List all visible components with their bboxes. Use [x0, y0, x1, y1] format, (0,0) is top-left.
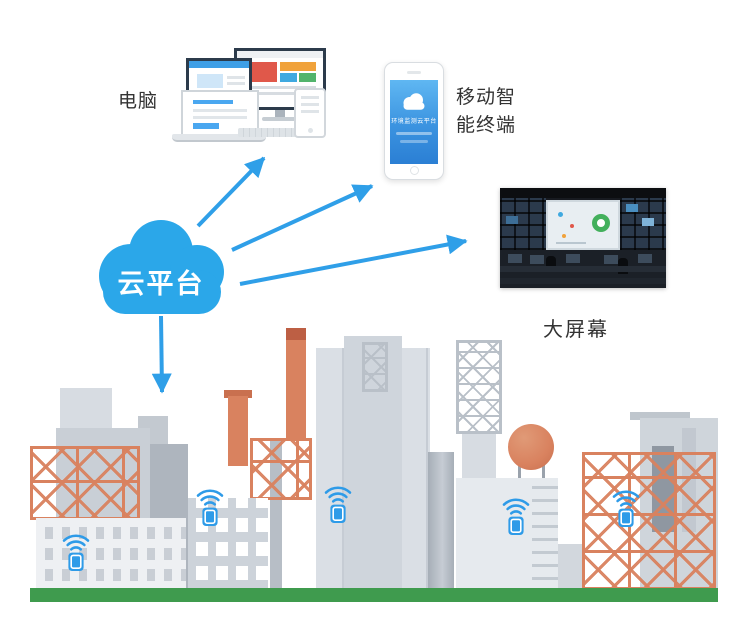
screen-button: [193, 123, 219, 129]
ground-strip: [30, 588, 718, 602]
bright-monitor: [642, 218, 654, 226]
orange-truss: [582, 452, 716, 590]
mobile-label: 移动智 能终端: [456, 84, 516, 140]
tile-blue: [280, 73, 297, 82]
screen-line: [227, 76, 245, 79]
map-line: [556, 242, 586, 244]
wifi-sensor-icon: [194, 481, 226, 531]
mobile-label-line1: 移动智: [456, 87, 517, 108]
phone-home-button: [409, 166, 419, 175]
mobile-label-line2: 能终端: [456, 115, 517, 136]
screen-header: [237, 51, 323, 58]
windowed-building: [188, 498, 268, 590]
factory-building: [60, 388, 112, 432]
tile-row: [249, 86, 316, 89]
cloud-platform-icon: 云平台: [85, 212, 237, 314]
wifi-sensor-icon: [60, 526, 92, 576]
screen-line: [193, 109, 247, 112]
screen-line: [301, 96, 319, 99]
home-button: [308, 128, 313, 133]
screen-line: [301, 103, 319, 106]
computer-illustration: [172, 44, 332, 144]
phone-app-title: 环境监测云平台: [391, 119, 437, 125]
wifi-sensor-icon: [500, 490, 532, 540]
cylinder-chimney: [428, 452, 454, 590]
bright-monitor: [506, 216, 518, 224]
orange-chimney: [228, 396, 248, 466]
roof-deck: [630, 412, 690, 420]
lattice-tower: [456, 340, 502, 434]
chart-donut: [592, 214, 610, 232]
sphere-leg: [518, 464, 521, 484]
cloud-shape: [99, 220, 224, 314]
photo-ceiling: [500, 188, 666, 198]
sphere-leg: [542, 464, 545, 484]
tablet-icon: [294, 88, 326, 138]
wifi-sensor-icon: [610, 482, 642, 532]
tower-base: [462, 434, 496, 482]
desk-row: [500, 278, 666, 284]
wifi-sensor-icon: [322, 478, 354, 528]
desk-monitor: [566, 254, 580, 263]
desk-monitor: [508, 254, 522, 263]
smartphone-icon: 环境监测云平台: [384, 62, 444, 180]
screen-line: [396, 132, 432, 135]
laptop-base: [172, 134, 266, 142]
monitor-stand: [275, 110, 285, 117]
orange-truss: [250, 438, 312, 500]
orange-truss: [30, 446, 140, 520]
bright-monitor: [626, 204, 638, 212]
tall-chimney: [286, 328, 306, 440]
monitor-wall-left: [500, 198, 546, 250]
control-room-photo: [500, 188, 666, 288]
louver-panel: [532, 486, 558, 590]
map-dot: [558, 212, 563, 217]
tile-red: [249, 62, 277, 82]
video-wall-screen: [546, 200, 620, 250]
map-dot: [570, 224, 574, 228]
screen-line: [227, 82, 245, 85]
photo-floor: [500, 250, 666, 288]
screen-line: [400, 140, 428, 143]
big-screen-label: 大屏幕: [543, 319, 609, 341]
screen-line: [193, 116, 247, 119]
screen-line: [301, 110, 319, 113]
scaffold-tower: [362, 342, 388, 392]
person-silhouette: [546, 256, 556, 272]
phone-speaker: [407, 71, 421, 74]
desk-monitor: [530, 255, 544, 264]
screen-panel: [197, 74, 223, 88]
map-dot: [562, 234, 566, 238]
factory-building: [558, 544, 584, 590]
tile-row: [249, 92, 316, 95]
tile-orange: [280, 62, 316, 71]
chimney-cap: [224, 390, 252, 398]
desk-row: [500, 266, 666, 272]
screen-header: [189, 61, 249, 68]
phone-screen: 环境监测云平台: [390, 80, 438, 164]
app-cloud-icon: [403, 93, 425, 110]
monitor-base: [262, 117, 298, 121]
laptop-screen: [181, 90, 259, 134]
computer-label: 电脑: [118, 91, 159, 112]
cloud-platform-label: 云平台: [117, 269, 205, 299]
tile-green: [299, 73, 316, 82]
storage-sphere: [508, 424, 554, 470]
screen-line: [193, 100, 233, 104]
front-building: [36, 518, 186, 590]
keyboard-icon: [238, 128, 304, 137]
desk-monitor: [638, 254, 652, 263]
desk-monitor: [604, 255, 618, 264]
chimney-top: [286, 328, 306, 340]
